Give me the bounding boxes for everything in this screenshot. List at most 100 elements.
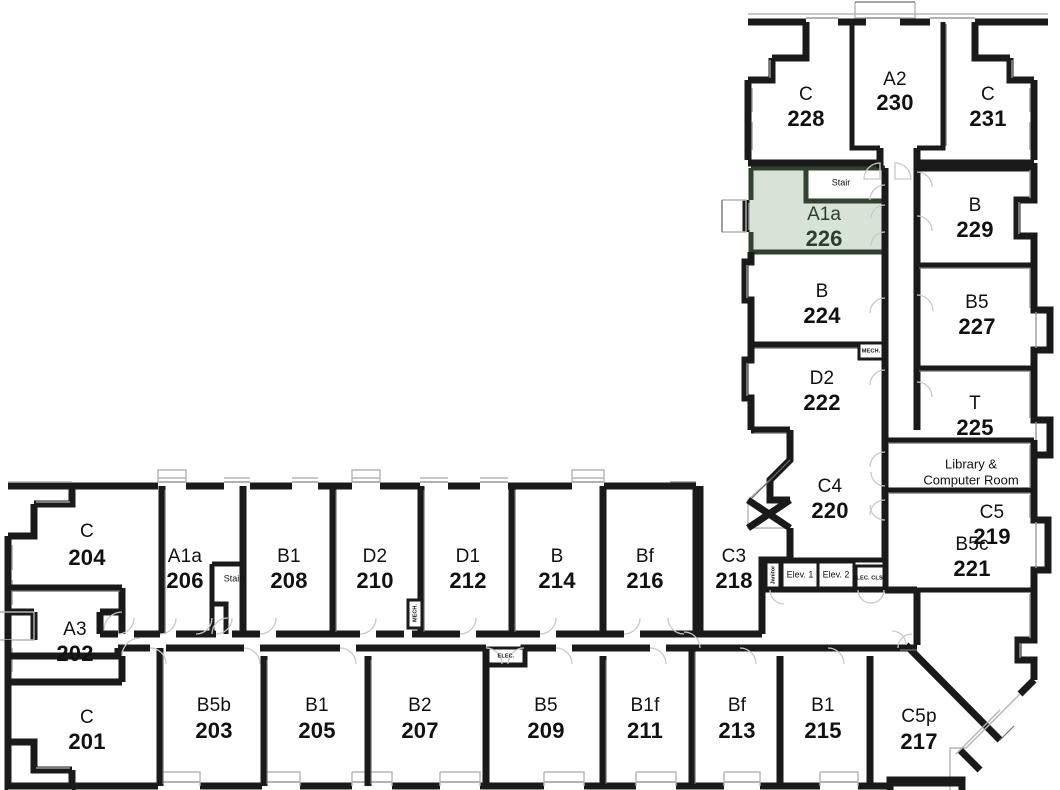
room-number: 205 [298, 718, 335, 743]
room-number: 212 [449, 568, 486, 593]
east-rooms-walls [881, 163, 1054, 593]
room-number: 202 [56, 641, 93, 666]
room-label-208[interactable]: B1 208 [270, 546, 307, 593]
room-number: 211 [627, 718, 663, 743]
room-number: 209 [527, 718, 564, 743]
room-label-206[interactable]: A1a 206 [166, 546, 203, 593]
room-label-205[interactable]: B1 205 [298, 695, 335, 743]
library-label-line1: Library & [945, 456, 997, 471]
room-type: D2 [810, 368, 835, 389]
room-number: 226 [806, 226, 843, 251]
north-wing-walls [744, 1, 1048, 168]
room-type: B [816, 281, 829, 302]
room-label-222[interactable]: D2 222 [803, 368, 840, 415]
room-label-214[interactable]: B 214 [538, 546, 576, 593]
elec-closet-label: ELEC. CLST. [853, 575, 888, 581]
room-label-224[interactable]: B 224 [803, 281, 841, 328]
room-type: C [981, 84, 995, 105]
door-swings [103, 162, 934, 665]
room-label-213[interactable]: Bf 213 [718, 695, 755, 743]
room-label-220[interactable]: C4 220 [811, 476, 848, 523]
room-type: Bf [636, 546, 655, 567]
room-number: 221 [953, 556, 990, 581]
south-corridor [8, 612, 917, 668]
room-type: B5 [965, 292, 989, 313]
room-type: B2 [408, 695, 432, 716]
room-label-204[interactable]: C 204 [68, 521, 106, 570]
room-type: Bf [728, 695, 747, 716]
room-number: 218 [715, 568, 752, 593]
mech-corridor-label: MECH. [412, 604, 418, 622]
room-label-219[interactable]: C5 219 [973, 502, 1010, 549]
room-number: 204 [68, 545, 106, 570]
room-label-228[interactable]: C 228 [787, 84, 824, 131]
room-type: B1 [305, 695, 329, 716]
highlighted-room-226[interactable] [746, 165, 888, 255]
room-number: 225 [956, 415, 993, 440]
room-number: 216 [626, 568, 663, 593]
mech-east-label: MECH. [862, 348, 881, 354]
room-number: 210 [356, 568, 393, 593]
room-label-215[interactable]: B1 215 [804, 695, 841, 743]
room-label-209[interactable]: B5 209 [527, 695, 564, 743]
room-type: B5b [197, 695, 231, 716]
room-label-221[interactable]: B5c 221 [953, 534, 990, 581]
room-label-207[interactable]: B2 207 [401, 695, 438, 743]
elec-corridor-label: ELEC. [498, 653, 515, 659]
room-number: 220 [811, 498, 848, 523]
room-number: 206 [166, 568, 203, 593]
room-label-227[interactable]: B5 227 [958, 292, 995, 339]
room-label-211[interactable]: B1f 211 [627, 695, 663, 743]
room-number: 201 [68, 729, 105, 754]
room-number: 214 [538, 568, 576, 593]
room-type: A1a [807, 204, 841, 225]
room-type: T [969, 393, 981, 414]
room-number: 229 [956, 217, 993, 242]
room-number: 227 [958, 314, 995, 339]
room-type: C [799, 84, 813, 105]
room-type: B1 [811, 695, 835, 716]
room-type: C3 [722, 546, 747, 567]
room-label-225[interactable]: T 225 [956, 393, 993, 440]
room-type: A1a [168, 546, 203, 567]
room-label-217[interactable]: C5p 217 [900, 706, 937, 754]
elevator-1-label[interactable]: Elev. 1 [787, 569, 814, 579]
room-type: B1 [277, 546, 301, 567]
room-type: B1f [630, 695, 660, 716]
room-number: 208 [270, 568, 307, 593]
room-label-216[interactable]: Bf 216 [626, 546, 663, 593]
stair-north-label: Stair [832, 177, 851, 187]
room-type: B5c [955, 534, 988, 555]
southeast-corner-walls [885, 586, 1038, 790]
room-type: C [80, 521, 94, 542]
library-label-line2: Computer Room [923, 472, 1018, 487]
room-label-212[interactable]: D1 212 [449, 546, 486, 593]
room-type: B [551, 546, 564, 567]
room-type: C [80, 707, 94, 728]
room-number: 224 [803, 303, 841, 328]
room-label-203[interactable]: B5b 203 [195, 695, 232, 743]
room-label-230[interactable]: A2 230 [876, 69, 913, 115]
room-number: 219 [973, 524, 1010, 549]
room-label-229[interactable]: B 229 [956, 195, 993, 242]
room-type: D1 [456, 546, 481, 567]
room-label-210[interactable]: D2 210 [356, 546, 393, 593]
room-type: C4 [818, 476, 843, 497]
room-number: 207 [401, 718, 438, 743]
room-label-202[interactable]: A3 202 [56, 619, 93, 666]
south-wing-outline [0, 469, 890, 790]
room-label-231[interactable]: C 231 [969, 84, 1006, 131]
janitor-label: Janitor [770, 565, 776, 584]
central-wing-walls [721, 199, 889, 590]
room-type: A3 [63, 619, 87, 640]
room-label-218[interactable]: C3 218 [715, 546, 752, 593]
named-space-labels: Stair Stair Library & Computer Room Elev… [224, 177, 1019, 659]
room-labels: C 228 A2 230 C 231 A1a 226 B 229 B 224 B… [56, 69, 1010, 754]
c3-junction-walls [692, 486, 766, 634]
room-label-201[interactable]: C 201 [68, 707, 105, 754]
room-type: B5 [534, 695, 558, 716]
room-label-226[interactable]: A1a 226 [806, 204, 843, 251]
elevator-2-label[interactable]: Elev. 2 [823, 569, 850, 579]
